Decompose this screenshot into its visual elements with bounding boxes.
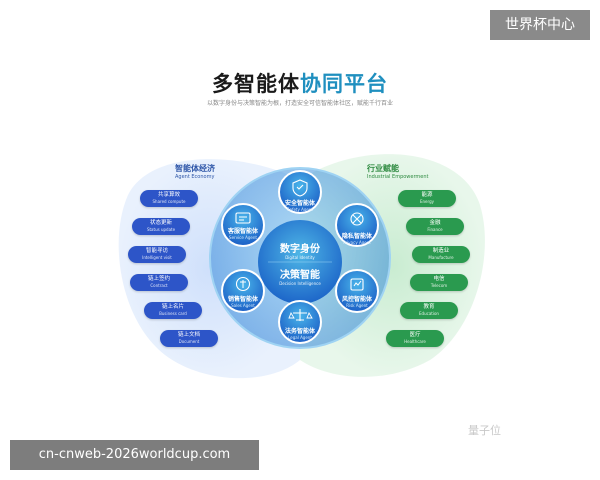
- satellite-sales[interactable]: [221, 269, 265, 313]
- satellite-label-cn: 风控智能体: [341, 296, 372, 303]
- satellite-service-label: 客服智能体 Service Agent: [213, 226, 273, 240]
- left-item-shared-compute[interactable]: 共享算效 Shared compute: [140, 190, 198, 207]
- right-section-title: 行业赋能: [367, 164, 399, 173]
- center-identity-label: 数字身份: [280, 244, 320, 255]
- left-item-contract[interactable]: 链上签约 Contract: [130, 274, 188, 291]
- watermark-logo: 量子位: [468, 424, 501, 437]
- right-item-label: 医疗: [409, 332, 421, 338]
- left-item-sublabel: Status update: [146, 227, 176, 232]
- right-item-healthcare[interactable]: 医疗 Healthcare: [386, 330, 444, 347]
- center-identity: 数字身份 Digital Identity: [262, 240, 338, 260]
- satellite-risk[interactable]: [335, 269, 379, 313]
- right-item-sublabel: Finance: [427, 227, 443, 232]
- sales-icon: [235, 276, 251, 292]
- satellite-label-cn: 销售智能体: [227, 296, 258, 303]
- satellite-label-en: Service Agent: [229, 235, 257, 240]
- right-item-telecom[interactable]: 电信 Telecom: [410, 274, 468, 291]
- corner-badge[interactable]: 世界杯中心: [490, 10, 590, 40]
- right-item-finance[interactable]: 金融 Finance: [406, 218, 464, 235]
- left-item-status-update[interactable]: 状态更新 Status update: [132, 218, 190, 235]
- left-item-intelligent-visit[interactable]: 智能寻访 Intelligent visit: [128, 246, 186, 263]
- risk-control-icon: [350, 278, 364, 291]
- title-accent: 协同平台: [300, 72, 388, 96]
- satellite-label-cn: 客服智能体: [227, 228, 258, 235]
- left-item-sublabel: Shared compute: [152, 199, 186, 204]
- right-item-sublabel: Education: [419, 311, 439, 316]
- left-item-sublabel: Contract: [150, 283, 168, 288]
- satellite-privacy[interactable]: [335, 203, 379, 247]
- left-item-label: 链上签约: [147, 276, 170, 282]
- right-item-sublabel: Manufacture: [428, 255, 454, 260]
- satellite-label-en: Privacy Agent: [343, 240, 371, 245]
- satellite-label-en: Legal Agent: [288, 335, 312, 340]
- satellite-legal[interactable]: [278, 300, 322, 344]
- satellite-legal-label: 法务智能体 Legal Agent: [270, 326, 330, 340]
- left-item-label: 状态更新: [149, 220, 172, 226]
- satellite-safety-label: 安全智能体 Safety Agent: [270, 198, 330, 212]
- left-item-label: 链上名片: [161, 304, 184, 310]
- right-item-education[interactable]: 教育 Education: [400, 302, 458, 319]
- satellite-safety[interactable]: [278, 170, 322, 214]
- legal-scale-icon: [288, 309, 313, 321]
- right-item-label: 能源: [421, 192, 433, 198]
- satellite-label-cn: 安全智能体: [284, 200, 315, 207]
- right-item-label: 金融: [429, 220, 441, 226]
- satellite-service[interactable]: [221, 203, 265, 247]
- page-title: 多智能体协同平台: [0, 68, 600, 98]
- right-section-heading: 行业赋能 Industrial Empowerment: [367, 163, 429, 180]
- satellite-label-cn: 法务智能体: [284, 328, 315, 335]
- right-item-sublabel: Healthcare: [404, 339, 426, 344]
- left-item-label: 链上文档: [177, 332, 200, 338]
- center-identity-sublabel: Digital Identity: [285, 255, 315, 260]
- satellite-label-cn: 隐私智能体: [341, 233, 372, 240]
- left-section-title: 智能体经济: [175, 164, 215, 173]
- footer-url-banner[interactable]: cn-cnweb-2026worldcup.com: [10, 440, 259, 470]
- satellite-sales-label: 销售智能体 Sales Agent: [213, 294, 273, 308]
- satellite-label-en: Sales Agent: [231, 303, 255, 308]
- satellite-label-en: Risk Agent: [346, 303, 368, 308]
- left-item-label: 共享算效: [157, 192, 180, 198]
- page-subtitle: 以数字身份与决策智能为根，打造安全可信智能体社区，赋能千行百业: [206, 100, 393, 107]
- left-item-sublabel: Business card: [159, 311, 187, 316]
- left-section-heading: 智能体经济 Agent Economy: [175, 163, 215, 180]
- left-item-business-card[interactable]: 链上名片 Business card: [144, 302, 202, 319]
- satellite-label-en: Safety Agent: [287, 207, 313, 212]
- right-item-sublabel: Energy: [419, 199, 434, 204]
- right-item-label: 电信: [433, 276, 445, 282]
- left-item-sublabel: Intelligent visit: [142, 255, 172, 260]
- outer-ring-edge: [209, 167, 391, 349]
- customer-service-icon: [235, 212, 251, 224]
- right-item-manufacture[interactable]: 制造业 Manufacture: [412, 246, 470, 263]
- left-section-subtitle: Agent Economy: [175, 174, 215, 180]
- left-item-document[interactable]: 链上文档 Document: [160, 330, 218, 347]
- center-decision-label: 决策智能: [280, 270, 320, 281]
- title-main: 多智能体: [212, 72, 300, 96]
- right-item-sublabel: Telecom: [430, 283, 448, 288]
- center-decision: 决策智能 Decision Intelligence: [262, 266, 338, 286]
- center-decision-sublabel: Decision Intelligence: [279, 281, 321, 286]
- shield-check-icon: [292, 179, 308, 197]
- right-section-subtitle: Industrial Empowerment: [367, 174, 429, 180]
- privacy-icon: [350, 212, 364, 226]
- right-item-label: 制造业: [432, 248, 450, 254]
- left-item-sublabel: Document: [178, 339, 200, 344]
- left-item-label: 智能寻访: [145, 248, 168, 254]
- satellite-privacy-label: 隐私智能体 Privacy Agent: [327, 231, 387, 245]
- right-item-label: 教育: [423, 304, 435, 310]
- right-item-energy[interactable]: 能源 Energy: [398, 190, 456, 207]
- satellite-risk-label: 风控智能体 Risk Agent: [327, 294, 387, 308]
